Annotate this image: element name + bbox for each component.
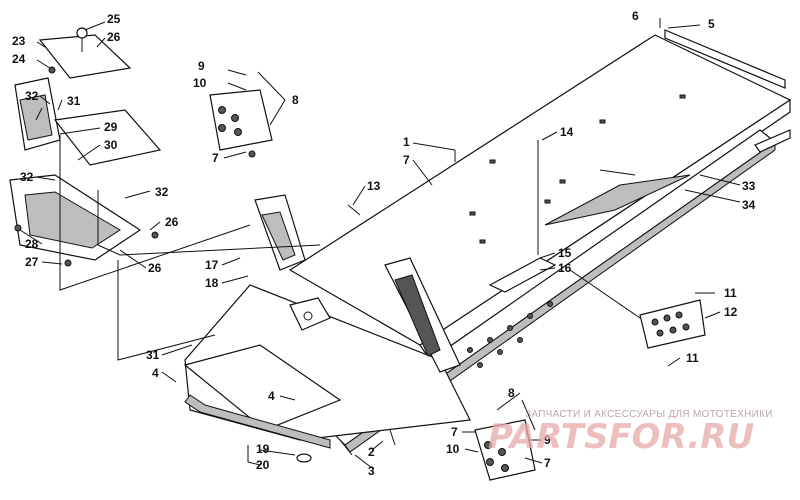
lower-footrest-bracket	[474, 419, 536, 481]
callout-31: 31	[146, 348, 160, 362]
callout-26-b: 27	[25, 255, 39, 269]
callout-13: 13	[367, 179, 381, 193]
callout-12: 12	[724, 305, 738, 319]
callout-19: 19	[256, 442, 270, 456]
callout-5: 5	[708, 17, 715, 31]
bolt-2	[389, 429, 396, 446]
callout-23: 25	[107, 12, 121, 26]
callout-30: 31	[67, 94, 81, 108]
callout-20: 20	[256, 458, 270, 472]
callout-17: 17	[205, 258, 219, 272]
callout-3: 3	[368, 464, 375, 478]
callout-15: 15	[558, 246, 572, 260]
callout-7-d: 7	[544, 456, 551, 470]
tunnel-assembly	[183, 34, 792, 453]
callout-25: 26	[148, 261, 162, 275]
bolt-3	[339, 439, 353, 456]
callout-8-b: 8	[508, 386, 515, 400]
footrest-bracket-assembly	[9, 27, 162, 267]
callout-4-a: 4	[152, 366, 159, 380]
watermark-tagline: ЗАПЧАСТИ И АКСЕССУАРЫ ДЛЯ МОТОТЕХНИКИ	[525, 409, 773, 420]
callout-22: 24	[12, 52, 26, 66]
snow-flap	[544, 174, 691, 226]
callout-29: 30	[104, 138, 118, 152]
right-footrest-plate	[639, 299, 706, 349]
callout-11-b: 11	[686, 351, 699, 365]
callout-8-a: 8	[292, 93, 299, 107]
callout-33: 33	[742, 179, 756, 193]
callout-10-b: 10	[446, 442, 460, 456]
bolt-13	[347, 204, 361, 216]
callout-14: 14	[560, 125, 574, 139]
trim-strip	[754, 129, 791, 153]
grommet-19	[296, 453, 312, 463]
watermark-logo: PARTSFOR.RU	[488, 417, 754, 457]
watermark: ЗАПЧАСТИ И АКСЕССУАРЫ ДЛЯ МОТОТЕХНИКИ PA…	[488, 409, 773, 457]
leader-lines	[19, 18, 741, 469]
callout-16: 16	[558, 261, 572, 275]
callout-9-b: 9	[544, 433, 551, 447]
callout-10-a: 10	[193, 76, 207, 90]
callout-7-a: 7	[212, 151, 219, 165]
callout-34: 34	[742, 198, 756, 212]
callout-2: 2	[368, 445, 375, 459]
rear-extension	[664, 29, 786, 89]
callout-32-c: 32	[155, 185, 169, 199]
callout-28: 29	[104, 120, 118, 134]
callout-24: 26	[107, 30, 121, 44]
upper-footrest-bracket	[209, 89, 273, 158]
callout-9-a: 9	[198, 59, 205, 73]
callout-21: 23	[12, 34, 26, 48]
callout-6: 6	[632, 9, 639, 23]
callout-18: 18	[205, 276, 219, 290]
callout-7-c: 7	[451, 425, 458, 439]
callout-7-b: 7	[403, 153, 410, 167]
tunnel-pad	[488, 257, 557, 293]
callout-32-a: 32	[25, 89, 39, 103]
callout-27: 28	[25, 237, 39, 251]
callout-labels: 25 26 23 24 32 31 29 30 32 32 26 28 27 2…	[12, 9, 756, 478]
callout-32-b: 32	[20, 170, 34, 184]
callout-26-a: 26	[165, 215, 179, 229]
callout-11-a: 11	[724, 286, 737, 300]
callout-4-b: 4	[268, 389, 275, 403]
callout-1: 1	[403, 135, 410, 149]
